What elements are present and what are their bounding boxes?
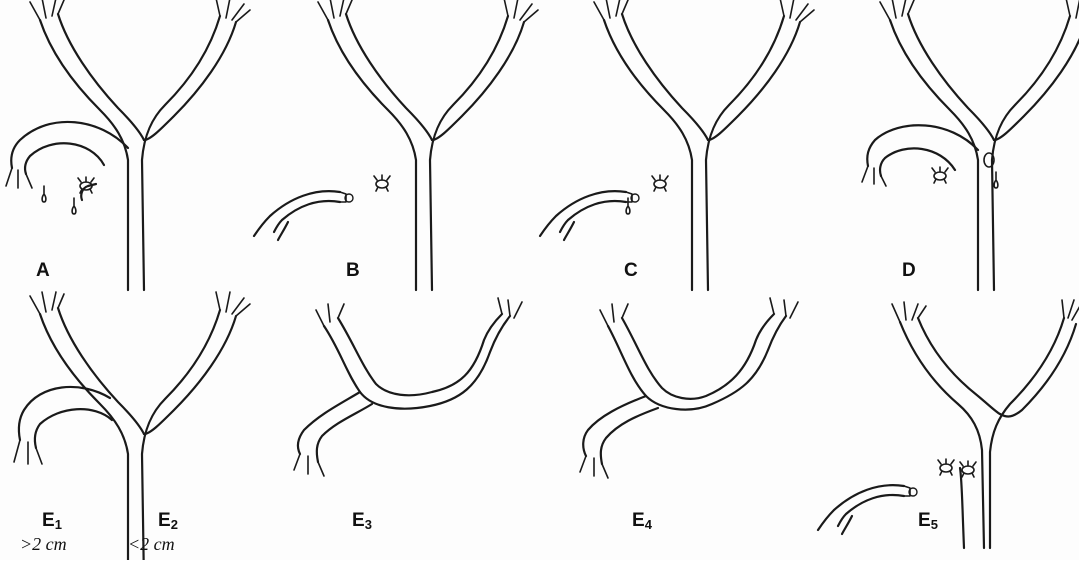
label-b: B <box>346 260 360 282</box>
label-e2: E2 <box>158 510 178 532</box>
label-c: C <box>624 260 638 282</box>
label-e3: E3 <box>352 510 372 532</box>
label-d: D <box>902 260 916 282</box>
note-lt-2cm: <2 cm <box>128 534 175 555</box>
label-a: A <box>36 260 50 282</box>
note-gt-2cm: >2 cm <box>20 534 67 555</box>
panel-a-drawing <box>6 0 250 290</box>
panel-c-drawing <box>540 0 814 290</box>
panel-d-drawing <box>862 0 1079 290</box>
panel-e5-drawing <box>818 300 1079 548</box>
label-e1: E1 <box>42 510 62 532</box>
label-e5: E5 <box>918 510 938 532</box>
panel-b-drawing <box>254 0 538 290</box>
label-e4: E4 <box>632 510 652 532</box>
panel-e4-drawing <box>580 298 798 478</box>
panel-e3-drawing <box>294 298 522 476</box>
